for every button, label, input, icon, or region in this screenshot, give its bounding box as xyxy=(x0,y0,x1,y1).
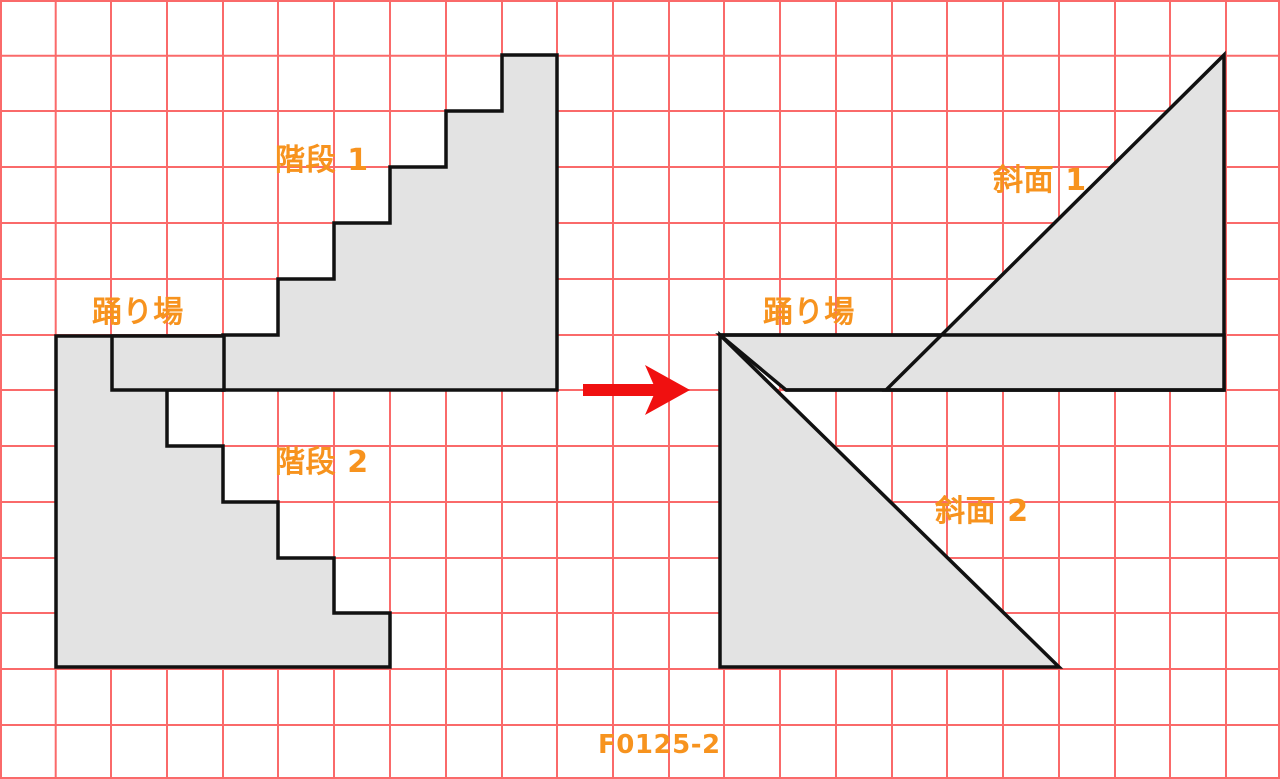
label-landing-left: 踊り場 xyxy=(92,295,184,330)
label-stair-1: 階段 1 xyxy=(275,143,369,178)
label-stair-2: 階段 2 xyxy=(275,445,369,480)
figure-caption: F0125-2 xyxy=(598,730,721,760)
label-landing-right: 踊り場 xyxy=(763,295,855,330)
label-slope-1: 斜面 1 xyxy=(993,163,1087,198)
shape-landing-left xyxy=(110,334,226,392)
shape-stair-1 xyxy=(221,53,559,392)
transform-arrow xyxy=(583,365,690,415)
shape-slope-2 xyxy=(718,330,1064,669)
label-slope-2: 斜面 2 xyxy=(935,494,1029,529)
